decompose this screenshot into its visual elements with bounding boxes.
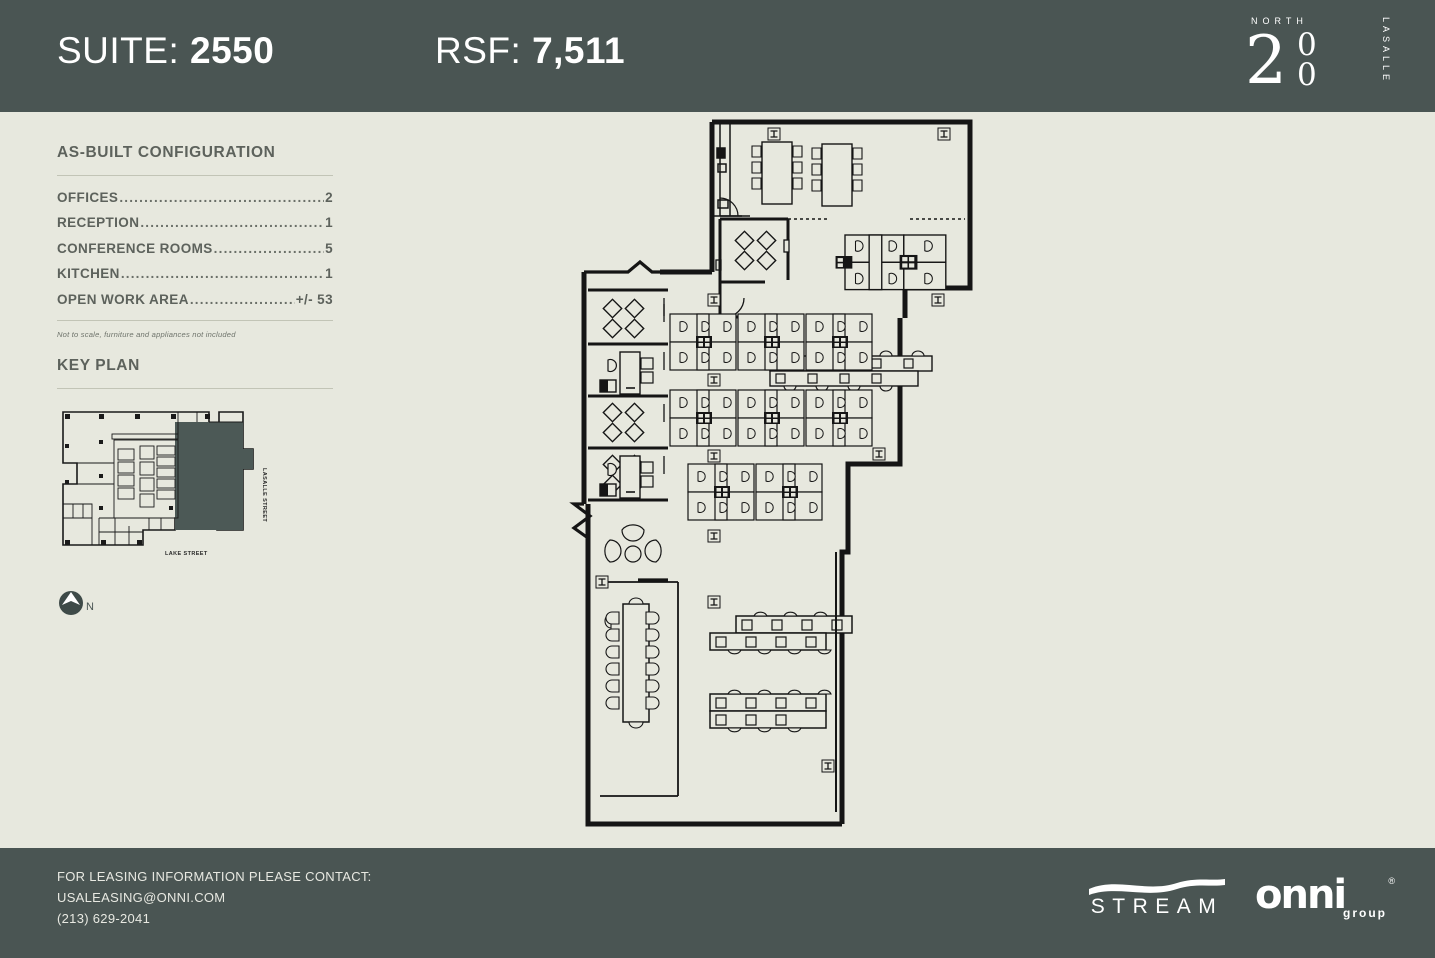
config-value: +/- 53 <box>295 291 333 307</box>
keyplan-street-lake: LAKE STREET <box>165 551 208 557</box>
keyplan-title: KEY PLAN <box>57 356 140 374</box>
registered-trademark-icon: ® <box>1388 876 1395 886</box>
column-marker <box>707 595 721 609</box>
divider <box>57 175 333 176</box>
config-label: RECEPTION <box>57 215 140 230</box>
suite-title: SUITE: 2550 <box>57 30 274 72</box>
stream-logo: STREAM <box>1087 875 1227 921</box>
workstation-pod <box>737 313 805 371</box>
column-marker <box>707 449 721 463</box>
logo-zero-bottom: 0 <box>1297 57 1317 93</box>
config-value: 2 <box>325 189 333 205</box>
suite-highlight <box>175 421 253 530</box>
config-list: OFFICES ................................… <box>57 179 357 307</box>
floor-plan-svg <box>569 119 973 827</box>
config-dots: ......................... <box>213 240 324 256</box>
logo-lasalle-text: LASALLE <box>1381 17 1391 85</box>
config-label: CONFERENCE ROOMS <box>57 240 213 256</box>
key-plan-svg: LASALLE STREET LAKE STREET <box>62 410 267 557</box>
config-dots: ........................................… <box>119 189 324 205</box>
workstation-pod <box>805 313 873 371</box>
stream-wordmark: STREAM <box>1090 895 1224 918</box>
onni-wordmark: onni <box>1255 872 1347 918</box>
logo-zeros: 0 0 <box>1297 27 1317 93</box>
column-marker <box>707 373 721 387</box>
config-row-reception: RECEPTION ..............................… <box>57 205 333 230</box>
config-value: 5 <box>325 240 333 256</box>
floor-plan-drawing <box>560 112 990 842</box>
column-marker <box>595 575 609 589</box>
workstation-pod <box>805 389 873 447</box>
config-value: 1 <box>325 215 333 230</box>
config-row-offices: OFFICES ................................… <box>57 179 333 205</box>
stream-swoosh-icon <box>1089 879 1225 895</box>
compass-rose: N <box>57 587 107 621</box>
rsf-title: RSF: 7,511 <box>435 30 625 72</box>
config-row-kitchen: KITCHEN ................................… <box>57 256 333 281</box>
column-marker <box>937 127 951 141</box>
config-label: KITCHEN <box>57 266 120 281</box>
suite-label: SUITE: <box>57 30 180 71</box>
rsf-value: 7,511 <box>532 30 626 71</box>
page-footer: FOR LEASING INFORMATION PLEASE CONTACT: … <box>0 848 1435 958</box>
config-row-conference-rooms: CONFERENCE ROOMS .......................… <box>57 230 333 256</box>
logo-north-text: NORTH <box>1251 16 1308 26</box>
config-title: AS-BUILT CONFIGURATION <box>57 144 276 161</box>
divider <box>57 387 333 389</box>
config-row-open-work-area: OPEN WORK AREA .........................… <box>57 281 333 307</box>
disclaimer-text: Not to scale, furniture and appliances n… <box>57 319 333 339</box>
leasing-contact: FOR LEASING INFORMATION PLEASE CONTACT: … <box>57 866 372 929</box>
rsf-label: RSF: <box>435 30 522 71</box>
contact-email[interactable]: USALEASING@ONNI.COM <box>57 890 226 905</box>
contact-heading: FOR LEASING INFORMATION PLEASE CONTACT: <box>57 869 372 884</box>
workstation-pod <box>669 389 737 447</box>
building-logo: NORTH LASALLE 2 0 0 <box>1243 14 1393 98</box>
workstation-pod <box>755 463 823 521</box>
column-marker <box>821 759 835 773</box>
workstation-pod <box>687 463 755 521</box>
page-header: SUITE: 2550 RSF: 7,511 NORTH LASALLE 2 0… <box>0 0 1435 112</box>
column-marker <box>767 127 781 141</box>
config-dots: ........................... <box>189 291 295 307</box>
config-label: OFFICES <box>57 189 119 205</box>
contact-phone[interactable]: (213) 629-2041 <box>57 911 151 926</box>
suite-number: 2550 <box>190 30 275 71</box>
key-plan: LASALLE STREET LAKE STREET <box>57 406 302 581</box>
compass-north-label: N <box>86 601 94 613</box>
north-arrow-icon: N <box>59 590 94 615</box>
logo-zero-top: 0 <box>1297 27 1317 63</box>
logo-numeral-two: 2 <box>1245 22 1287 99</box>
config-dots: ........................................… <box>120 266 324 281</box>
column-marker <box>707 529 721 543</box>
workstation-pod <box>737 389 805 447</box>
workstation-pod <box>669 313 737 371</box>
lounge-seating <box>604 524 662 563</box>
keyplan-street-lasalle: LASALLE STREET <box>261 468 267 522</box>
config-value: 1 <box>325 266 333 281</box>
config-label: OPEN WORK AREA <box>57 291 189 307</box>
column-marker <box>931 293 945 307</box>
onni-group-logo: onni ® group <box>1255 872 1395 922</box>
column-marker <box>872 447 886 461</box>
column-marker <box>707 293 721 307</box>
info-panel: AS-BUILT CONFIGURATION OFFICES .........… <box>57 144 357 621</box>
onni-group-subtext: group <box>1343 906 1387 920</box>
config-dots: ........................................… <box>140 215 324 230</box>
